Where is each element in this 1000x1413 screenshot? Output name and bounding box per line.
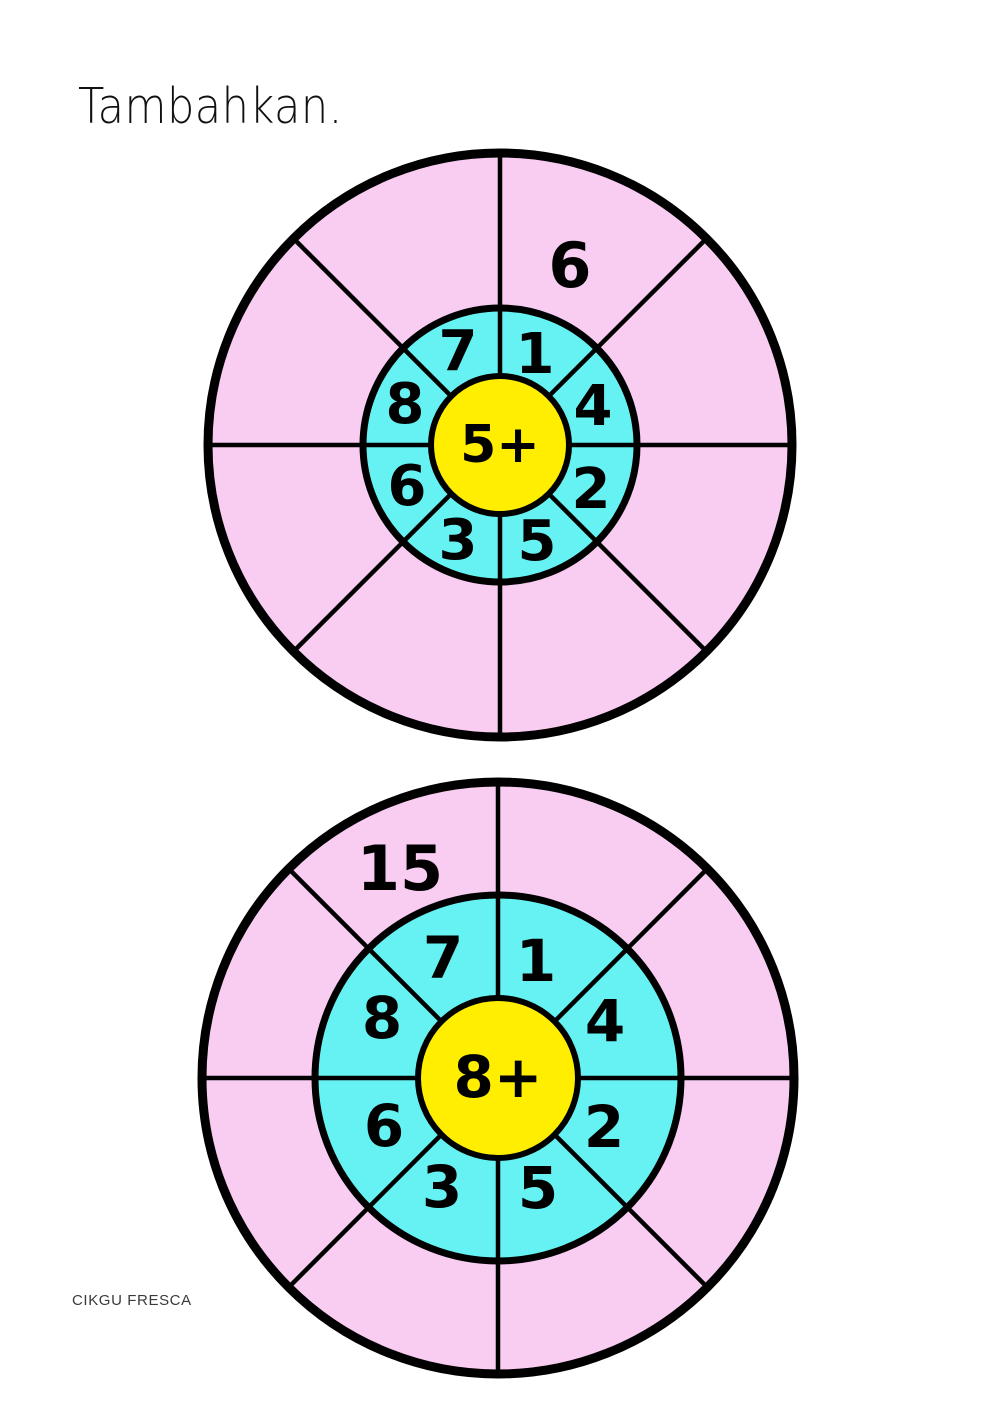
wheel-1-inner-value-right-lower: 2 [572, 457, 611, 522]
wheel-2-inner-value-top-left: 7 [423, 924, 463, 992]
wheel-1-inner-value-right-upper: 4 [574, 374, 613, 439]
wheel-2-center-label: 8+ [454, 1043, 543, 1111]
wheel-2-inner-value-bottom-left: 3 [422, 1153, 462, 1221]
wheel-2-outer-answer-top-left[interactable]: 15 [357, 832, 443, 905]
wheel-2-inner-value-left-lower: 6 [364, 1092, 404, 1160]
page-title: Tambahkan. [78, 78, 343, 135]
wheel-1-center-hub [428, 373, 572, 517]
wheel-1-center-label: 5+ [460, 415, 540, 475]
wheel-1-inner-value-left-upper: 8 [386, 372, 425, 437]
wheel-2-inner-value-right-upper: 4 [585, 987, 625, 1055]
wheel-2-inner-value-right-lower: 2 [584, 1093, 624, 1161]
wheel-1-inner-value-top-right: 1 [516, 322, 555, 387]
wheel-1-inner-value-bottom-left: 3 [439, 508, 478, 573]
wheel-2-inner-value-bottom-right: 5 [518, 1154, 558, 1222]
wheel-1-inner-value-bottom-right: 5 [518, 509, 557, 574]
wheel-2-inner-value-left-upper: 8 [362, 984, 402, 1052]
addition-wheel-1: 6 1 4 2 5 3 6 8 7 5+ [195, 140, 805, 750]
wheel-1-outer-answer-top-right[interactable]: 6 [548, 229, 591, 302]
addition-wheel-2: 15 1 4 2 5 3 6 8 7 8+ [188, 768, 808, 1388]
wheel-2-center-hub [415, 995, 581, 1161]
wheel-2-svg: 15 1 4 2 5 3 6 8 7 8+ [197, 777, 799, 1379]
wheel-2-inner-value-top-right: 1 [516, 927, 556, 995]
wheel-1-inner-value-top-left: 7 [439, 319, 478, 384]
wheel-1-svg: 6 1 4 2 5 3 6 8 7 5+ [203, 148, 797, 742]
author-watermark: CIKGU FRESCA [72, 1292, 192, 1309]
wheel-1-inner-value-left-lower: 6 [388, 454, 427, 519]
